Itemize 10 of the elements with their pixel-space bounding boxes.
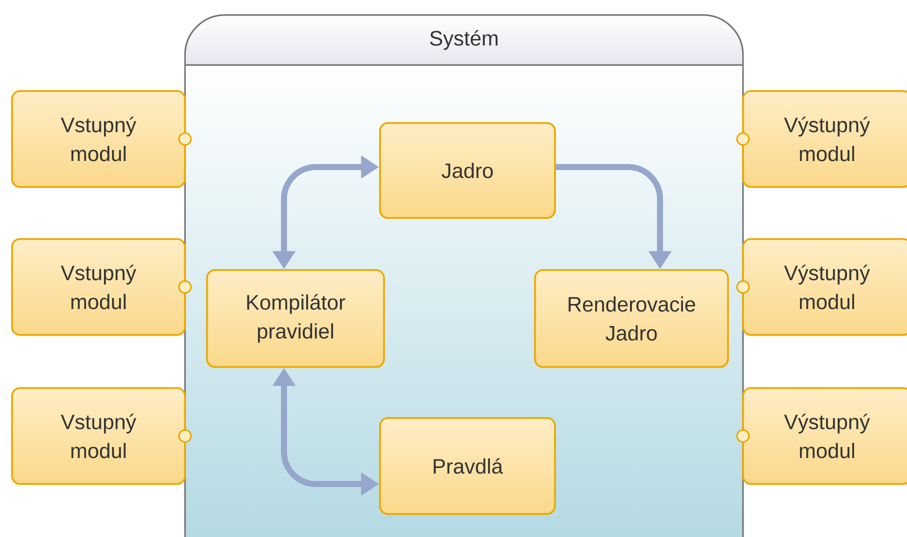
module-box: Kompilátor pravidiel xyxy=(206,269,385,368)
module-box: Výstupný modul xyxy=(742,238,907,336)
module-box: Vstupný modul xyxy=(11,90,186,188)
module-box: Pravdlá xyxy=(379,417,556,515)
module-box: Renderovacie Jadro xyxy=(534,269,729,368)
module-box: Výstupný modul xyxy=(742,387,907,485)
module-box: Vstupný modul xyxy=(11,387,186,485)
module-box: Vstupný modul xyxy=(11,238,186,336)
module-box: Jadro xyxy=(379,122,556,219)
module-box: Výstupný modul xyxy=(742,90,907,188)
